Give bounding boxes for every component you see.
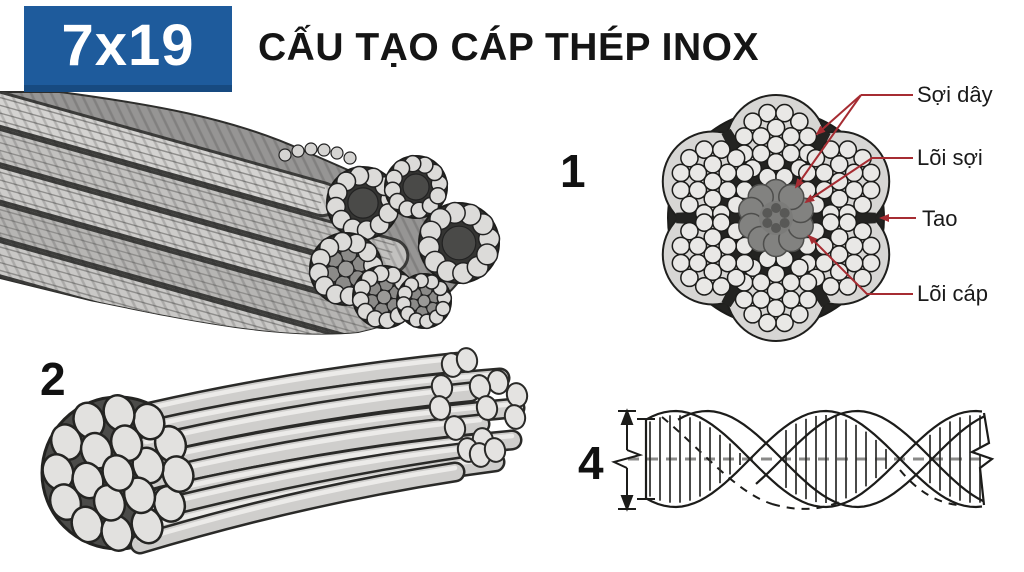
leader-arrows [794,94,916,295]
wire-tip [278,148,292,162]
annotation-soi-day: Sợi dây [917,82,993,107]
strand-face [41,394,195,552]
wire-end [483,437,507,463]
figure-number-strand: 2 [40,353,66,405]
leader-arrow-soi-day-1 [815,94,862,136]
strand-wires [129,351,526,555]
wire-tip [330,146,344,160]
spec-badge: 7x19 [24,6,232,92]
strand-end-face [417,201,501,285]
figure-number-lay: 4 [578,437,604,489]
annotation-loi-soi: Lõi sợi [917,145,983,170]
wire-tip [343,151,357,165]
strand-end-face [383,154,449,220]
leader-arrow-soi-day-2 [794,94,862,189]
wire-tip [304,142,318,156]
wire-tip [291,144,305,158]
leader-arrow-loi-soi [804,157,913,204]
lay-hatching [649,415,981,503]
wire-end [475,395,499,421]
wire-end [455,347,479,373]
wire-end [443,415,467,441]
fiber-core [738,178,814,258]
leader-arrow-loi-cap [807,234,913,295]
wire-tip [317,143,331,157]
outer-strands [671,103,881,333]
annotation-loi-cap: Lõi cáp [917,281,988,306]
page-title: CẤU TẠO CÁP THÉP INOX [258,26,759,69]
hidden-strand-edges [661,416,959,510]
strand-end-face [325,165,401,241]
annotation-tao: Tao [922,206,958,231]
figure-number-cross-section: 1 [560,145,586,197]
strand-end-face [395,272,453,330]
wire-end [428,395,452,421]
spec-badge-label: 7x19 [61,13,195,78]
break-symbol [969,412,995,506]
wire-end [503,404,527,430]
diameter-dimension [611,408,644,512]
strand-edge-curves [645,409,985,509]
